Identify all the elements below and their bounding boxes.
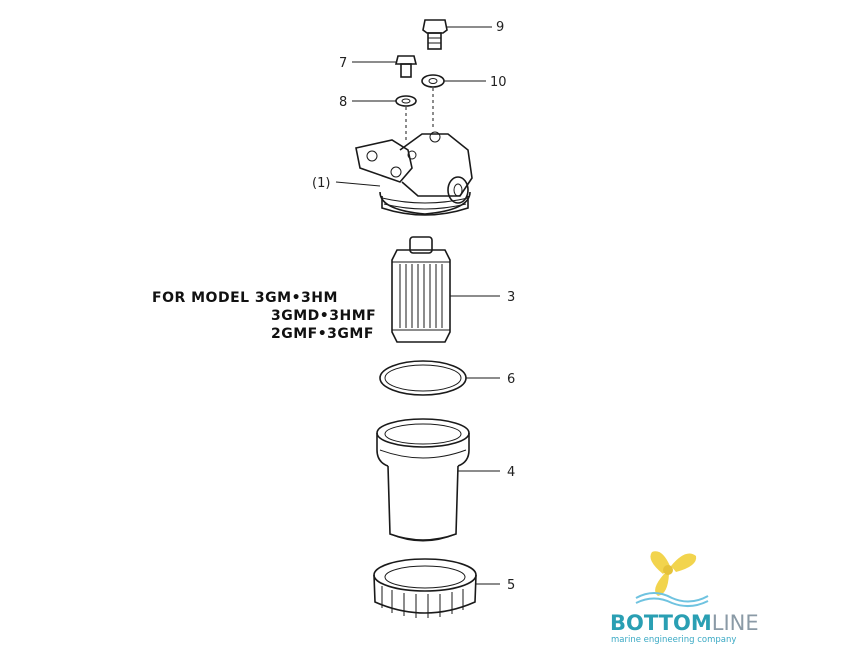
- part-5-retaining-ring: [373, 558, 500, 618]
- callout-8: 8: [339, 95, 347, 110]
- logo-bottom-text: BOTTOM: [610, 611, 712, 635]
- part-4-filter-bowl: [376, 418, 500, 542]
- model-note-line3: 2GMF•3GMF: [271, 326, 374, 342]
- callout-5: 5: [507, 578, 515, 593]
- part-10-washer: [421, 74, 486, 88]
- logo-tagline: marine engineering company: [611, 635, 736, 645]
- part-6-o-ring: [379, 360, 500, 396]
- callout-6: 6: [507, 372, 515, 387]
- part-9-bolt: [422, 19, 492, 50]
- part-1-filter-head: [335, 131, 473, 216]
- propeller-icon: [650, 551, 697, 596]
- part-8-washer: [352, 95, 417, 107]
- part-7-bolt: [352, 55, 418, 78]
- part-3-filter-element: [391, 236, 500, 343]
- bottomline-logo: BOTTOMLINE marine engineering company: [610, 551, 759, 645]
- model-note-line2: 3GMD•3HMF: [271, 308, 376, 324]
- logo-wordmark: BOTTOMLINE: [610, 611, 759, 635]
- callout-4: 4: [507, 465, 515, 480]
- callout-9: 9: [496, 20, 504, 35]
- callout-3: 3: [507, 290, 515, 305]
- callout-7: 7: [339, 56, 347, 71]
- model-note-line1: FOR MODEL 3GM•3HM: [152, 290, 338, 306]
- logo-line-text: LINE: [712, 611, 759, 635]
- callout-1: (1): [312, 176, 330, 191]
- wave-icon: [635, 592, 709, 607]
- callout-10: 10: [490, 75, 507, 90]
